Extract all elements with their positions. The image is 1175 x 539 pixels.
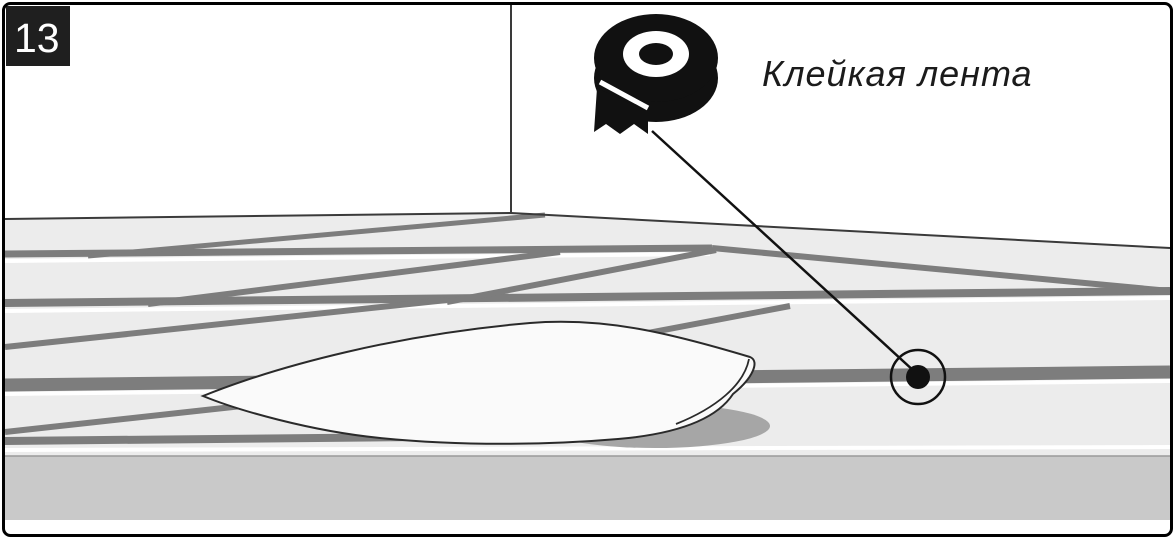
curled-sheet-fold-line bbox=[675, 358, 750, 425]
step-badge bbox=[6, 6, 70, 66]
floor-back-edges bbox=[4, 212, 1171, 249]
marker-ring bbox=[889, 348, 947, 406]
seam-marker-callout bbox=[651, 130, 947, 406]
tape-strip bbox=[594, 88, 648, 134]
curled-sheet bbox=[200, 320, 756, 445]
tape-roll-icon bbox=[594, 14, 718, 134]
annotation-label: Клейкая лента bbox=[762, 53, 1033, 94]
floor-gap-lines bbox=[4, 252, 1171, 452]
leader-line bbox=[651, 130, 916, 373]
marker-dot bbox=[906, 365, 930, 389]
subfloor-strip bbox=[5, 456, 1170, 520]
step-number: 13 bbox=[14, 15, 60, 61]
